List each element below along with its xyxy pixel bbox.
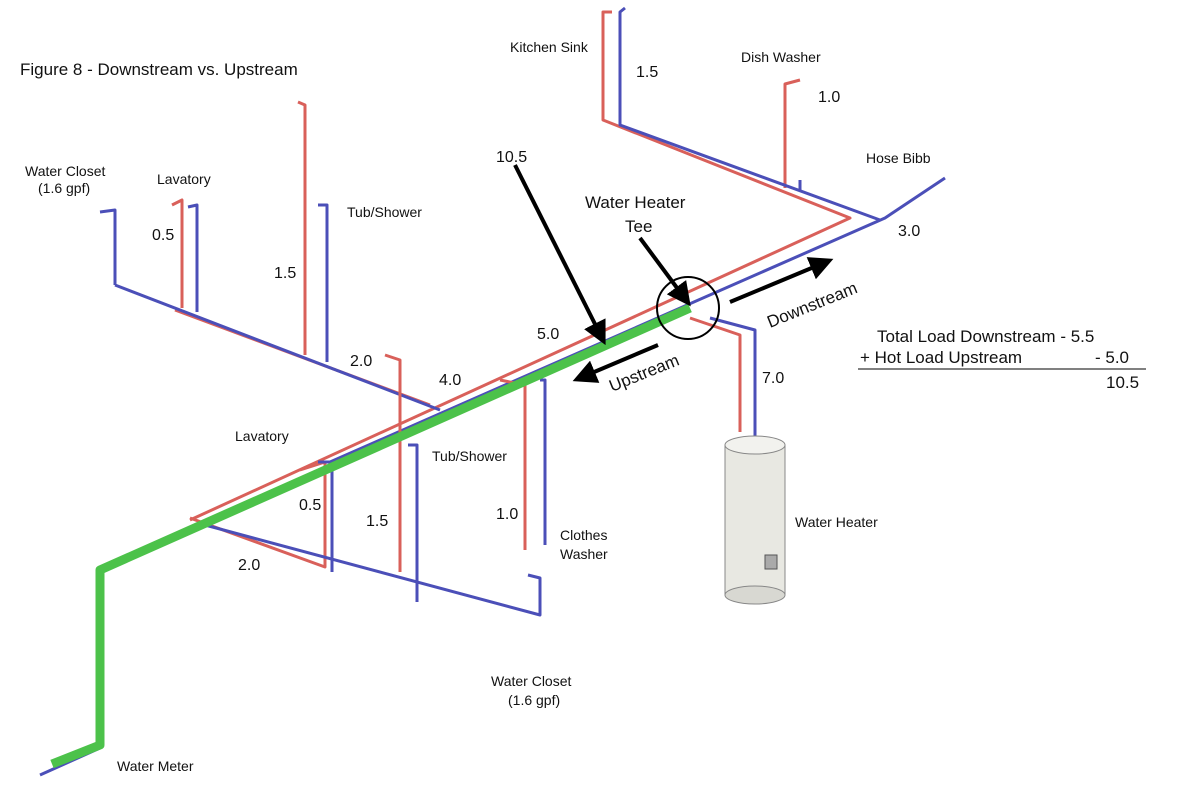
load-kitchen-sink: 1.5 — [636, 64, 658, 81]
load-main-4: 4.0 — [439, 372, 461, 389]
water-meter-label: Water Meter — [117, 758, 194, 774]
cold-water-pipe — [187, 203, 199, 312]
load-main-5: 5.0 — [537, 326, 559, 343]
cold-water-pipe — [618, 6, 881, 222]
tub-shower-lower-label: Tub/Shower — [432, 448, 507, 464]
cold-water-pipe — [114, 283, 441, 412]
kitchen-sink-label: Kitchen Sink — [510, 39, 589, 55]
load-hose-bibb: 3.0 — [898, 223, 920, 240]
water-heater-tee-label: Water Heater — [585, 193, 686, 212]
load-total-upstream: 10.5 — [496, 149, 527, 166]
lavatory-lower-label: Lavatory — [235, 428, 289, 444]
cold-water-pipe — [318, 460, 334, 572]
water-closet-lower-gpf: (1.6 gpf) — [508, 692, 560, 708]
water-heater-tank — [724, 435, 786, 605]
figure-title: Figure 8 - Downstream vs. Upstream — [20, 60, 298, 79]
hot-water-pipe — [783, 78, 801, 188]
arrow-10-5 — [513, 164, 606, 346]
summary-line-1: Total Load Downstream - 5.5 — [877, 327, 1094, 346]
arrow-tee — [638, 236, 691, 307]
cold-water-pipe — [204, 523, 542, 617]
flow-path-green — [50, 303, 692, 769]
arrow-upstream — [572, 343, 659, 383]
cold-water-pipe — [99, 208, 117, 285]
load-tub-shower-lower: 1.5 — [366, 513, 388, 530]
hot-water-pipe — [297, 100, 307, 355]
load-water-heater: 7.0 — [762, 370, 784, 387]
tub-shower-left-label: Tub/Shower — [347, 204, 422, 220]
water-heater-label: Water Heater — [795, 514, 878, 530]
water-heater-tee-circle — [656, 276, 720, 340]
load-dish-washer: 1.0 — [818, 89, 840, 106]
cold-water-pipe — [540, 378, 547, 545]
hose-bibb-label: Hose Bibb — [866, 150, 931, 166]
hot-water-pipe — [384, 353, 402, 572]
cold-water-pipe — [709, 316, 757, 440]
clothes-washer-label-2: Washer — [560, 546, 608, 562]
hot-water-pipe — [171, 198, 184, 308]
load-lavatory-left: 0.5 — [152, 227, 174, 244]
summary-line-2-label: + Hot Load Upstream — [860, 348, 1022, 367]
water-heater-tee-label-2: Tee — [625, 217, 652, 236]
lavatory-left-label: Lavatory — [157, 171, 211, 187]
cold-water-pipe — [408, 443, 419, 602]
hot-water-pipe — [689, 316, 742, 432]
upstream-label: Upstream — [606, 350, 681, 395]
summary-line-2-value: - 5.0 — [1095, 348, 1129, 367]
hot-water-pipe — [189, 460, 327, 569]
cold-water-pipe — [329, 176, 946, 464]
summary-result: 10.5 — [1106, 373, 1139, 392]
hot-water-pipe — [499, 378, 527, 550]
load-lavatory-lower: 0.5 — [299, 497, 321, 514]
arrow-downstream — [729, 257, 834, 304]
cold-water-pipe — [318, 203, 329, 362]
water-closet-lower-label: Water Closet — [491, 673, 572, 689]
load-branch-left: 2.0 — [350, 353, 372, 370]
downstream-label: Downstream — [764, 278, 860, 331]
water-closet-left-gpf: (1.6 gpf) — [38, 180, 90, 196]
hot-water-pipe — [189, 10, 852, 522]
load-branch-lower: 2.0 — [238, 557, 260, 574]
load-clothes-washer: 1.0 — [496, 506, 518, 523]
dish-washer-label: Dish Washer — [741, 49, 821, 65]
water-closet-left-label: Water Closet — [25, 163, 106, 179]
load-tub-shower-left: 1.5 — [274, 265, 296, 282]
clothes-washer-label: Clothes — [560, 527, 607, 543]
